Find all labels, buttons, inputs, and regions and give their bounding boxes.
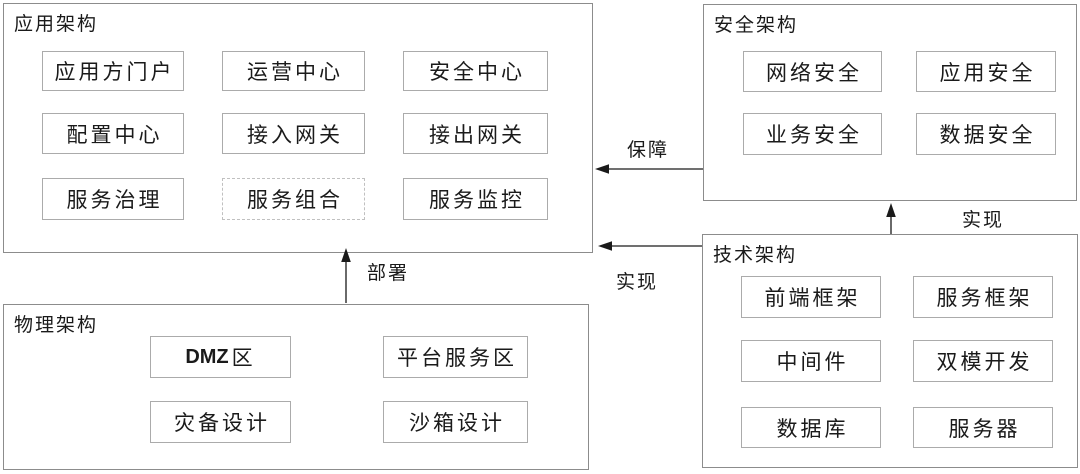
- node-inbound-gateway: 接入网关: [222, 113, 365, 154]
- node-service-composition: 服务组合: [222, 178, 365, 220]
- node-frontend-framework: 前端框架: [741, 276, 881, 318]
- node-business-security: 业务安全: [743, 113, 882, 155]
- node-dmz-zone-cjk: 区: [231, 346, 256, 370]
- node-operations-center: 运营中心: [222, 51, 365, 91]
- node-service-framework: 服务框架: [913, 276, 1053, 318]
- node-network-security: 网络安全: [743, 51, 882, 92]
- node-data-security: 数据安全: [916, 113, 1056, 155]
- node-app-portal: 应用方门户: [42, 51, 184, 91]
- node-security-center: 安全中心: [403, 51, 548, 91]
- arrow-label-realize-application: 实现: [616, 272, 659, 293]
- node-database: 数据库: [741, 407, 881, 448]
- node-config-center: 配置中心: [42, 113, 184, 154]
- node-service-monitoring: 服务监控: [403, 178, 548, 220]
- group-title-technical: 技术架构: [713, 245, 798, 266]
- node-disaster-recovery-design: 灾备设计: [150, 401, 291, 443]
- node-sandbox-design: 沙箱设计: [383, 401, 528, 443]
- node-application-security: 应用安全: [916, 51, 1056, 92]
- arrow-label-realize-security: 实现: [962, 210, 1005, 231]
- group-title-application: 应用架构: [14, 14, 99, 35]
- group-security-architecture: 安全架构 网络安全 应用安全 业务安全 数据安全: [703, 4, 1077, 201]
- node-middleware: 中间件: [741, 340, 881, 382]
- group-title-physical: 物理架构: [14, 315, 99, 336]
- group-application-architecture: 应用架构 应用方门户 运营中心 安全中心 配置中心 接入网关 接出网关 服务治理…: [3, 3, 593, 253]
- node-service-governance: 服务治理: [42, 178, 184, 220]
- node-server: 服务器: [913, 407, 1053, 448]
- arrow-guarantee: [595, 164, 703, 174]
- group-title-security: 安全架构: [714, 15, 799, 36]
- node-platform-service-zone: 平台服务区: [383, 336, 528, 378]
- arrow-label-guarantee: 保障: [627, 140, 670, 161]
- node-dmz-zone-latin: DMZ: [185, 345, 229, 368]
- group-technical-architecture: 技术架构 前端框架 服务框架 中间件 双模开发 数据库 服务器: [702, 234, 1078, 468]
- arrow-realize-security: [886, 203, 896, 234]
- arrow-realize-application: [598, 241, 702, 251]
- node-dual-mode-dev: 双模开发: [913, 340, 1053, 382]
- node-outbound-gateway: 接出网关: [403, 113, 548, 154]
- arrow-deploy: [341, 248, 351, 303]
- arrow-label-deploy: 部署: [367, 263, 410, 284]
